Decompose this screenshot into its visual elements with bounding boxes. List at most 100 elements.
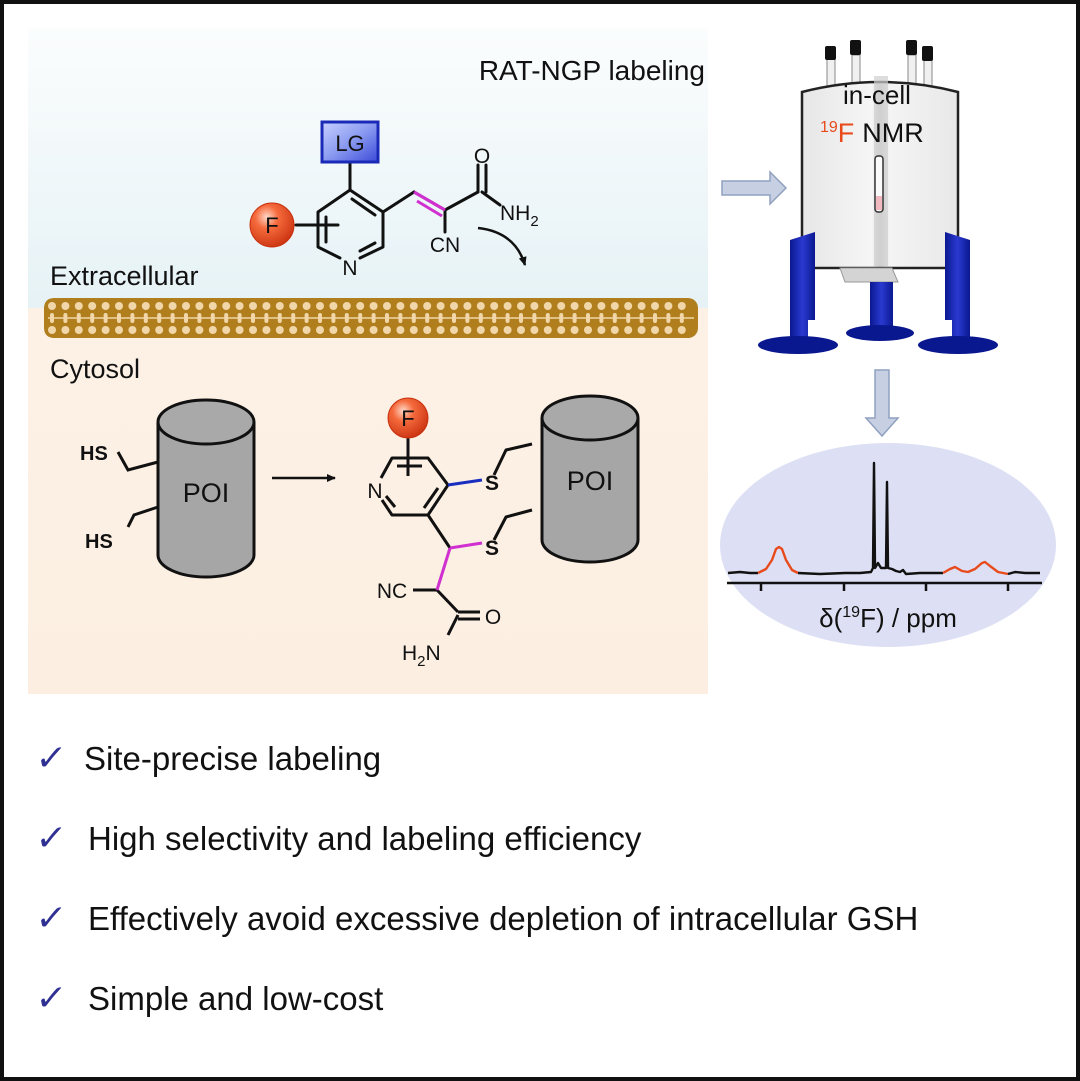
lipid-head <box>463 326 472 334</box>
lipid-head <box>383 326 391 334</box>
nmr-line1: in-cell <box>843 80 911 110</box>
cytosol-label: Cytosol <box>50 354 140 384</box>
lipid-head <box>262 326 271 334</box>
lipid-head <box>141 326 150 334</box>
protein-of-interest <box>156 398 256 579</box>
lipid-head <box>369 302 378 310</box>
lipid-head <box>208 326 217 334</box>
lipid-head <box>249 302 257 310</box>
thiol-linker-2 <box>126 505 159 528</box>
lipid-head <box>584 326 592 334</box>
lipid-head <box>342 326 351 334</box>
lipid-head <box>557 302 566 310</box>
alkene-bond-highlight-2 <box>413 190 446 212</box>
sharp-peaks <box>797 461 943 576</box>
lipid-head <box>48 302 56 310</box>
poi-label: POI <box>183 478 230 508</box>
lipid-head <box>530 326 539 334</box>
cell-membrane <box>44 298 698 338</box>
lipid-head <box>610 302 619 310</box>
lipid-head <box>584 302 592 310</box>
spectrum-axis-label: δ(19F) / ppm <box>819 603 957 633</box>
lipid-head <box>235 326 244 334</box>
fluorine-ball <box>249 202 295 248</box>
lipid-head <box>115 326 123 334</box>
broad-peaks-2 <box>942 560 1009 576</box>
lipid-head <box>557 326 566 334</box>
lipid-head <box>476 302 485 310</box>
fluorine-label: F <box>265 213 278 238</box>
down-arrow <box>864 369 900 438</box>
check-icon: ✓ <box>33 738 69 779</box>
new-cs-bond-blue <box>447 478 483 487</box>
lipid-head <box>597 302 606 310</box>
thiol-linker-1 <box>116 451 159 472</box>
lipid-head <box>677 302 686 310</box>
product-carbonyl-oxygen: O <box>485 606 501 629</box>
check-icon: ✓ <box>33 898 69 939</box>
product-amine: H2N <box>402 642 441 670</box>
lipid-head <box>570 326 579 334</box>
lipid-head <box>168 302 177 310</box>
lipid-head <box>409 302 418 310</box>
leaving-group-label: LG <box>335 131 364 156</box>
lipid-head <box>423 302 432 310</box>
lipid-head <box>677 326 686 334</box>
highlight-item: ✓ High selectivity and labeling efficien… <box>34 818 642 859</box>
lipid-head <box>409 326 418 334</box>
lipid-head <box>637 302 646 310</box>
lipid-head <box>275 302 284 310</box>
lipid-head <box>74 302 83 310</box>
lipid-head <box>101 302 110 310</box>
highlight-text: Effectively avoid excessive depletion of… <box>88 899 919 937</box>
lipid-head <box>155 326 164 334</box>
lipid-head <box>289 326 298 334</box>
baseline-left <box>727 570 758 575</box>
labeled-protein <box>540 394 640 564</box>
product-fluorine-ball <box>387 397 429 439</box>
right-arrow <box>721 170 788 206</box>
lipid-head <box>369 326 378 334</box>
lipid-head <box>74 326 83 334</box>
extracellular-label: Extracellular <box>50 261 199 291</box>
baseline-right <box>1007 570 1040 576</box>
lipid-head <box>651 302 659 310</box>
nitrile-label: CN <box>430 234 460 257</box>
product-fluorine-label: F <box>401 406 414 431</box>
broad-peak-1 <box>757 545 799 575</box>
lipid-head <box>275 326 284 334</box>
lipid-head <box>88 326 97 334</box>
lipid-head <box>316 302 324 310</box>
highlight-item: ✓ Simple and low-cost <box>34 978 383 1019</box>
lipid-head <box>289 302 298 310</box>
lipid-head <box>88 302 97 310</box>
lipid-head <box>383 302 391 310</box>
lipid-head <box>316 326 324 334</box>
lipid-head <box>48 326 56 334</box>
product-nitrile: NC <box>377 580 407 603</box>
lipid-head <box>450 326 458 334</box>
product-ring-nitrogen: N <box>367 480 382 503</box>
lipid-head <box>517 326 525 334</box>
product-molecule <box>379 438 533 636</box>
lipid-head <box>262 302 271 310</box>
lipid-head <box>543 302 552 310</box>
lipid-head <box>517 302 525 310</box>
lipid-head <box>101 326 110 334</box>
lipid-head <box>155 302 164 310</box>
product-sulfur-1: S <box>485 472 499 495</box>
lipid-head <box>235 302 244 310</box>
labeled-poi-label: POI <box>567 466 614 496</box>
amide-label: NH2 <box>500 202 539 230</box>
lipid-head <box>182 326 190 334</box>
lipid-head <box>222 326 231 334</box>
lipid-head <box>396 326 405 334</box>
lipid-head <box>503 302 512 310</box>
highlight-text: Site-precise labeling <box>84 739 382 777</box>
lipid-head <box>168 326 177 334</box>
lipid-head <box>195 326 204 334</box>
lipid-head <box>128 326 137 334</box>
lipid-head <box>610 326 619 334</box>
thiol-label-1: HS <box>80 443 108 465</box>
lipid-head <box>396 302 405 310</box>
